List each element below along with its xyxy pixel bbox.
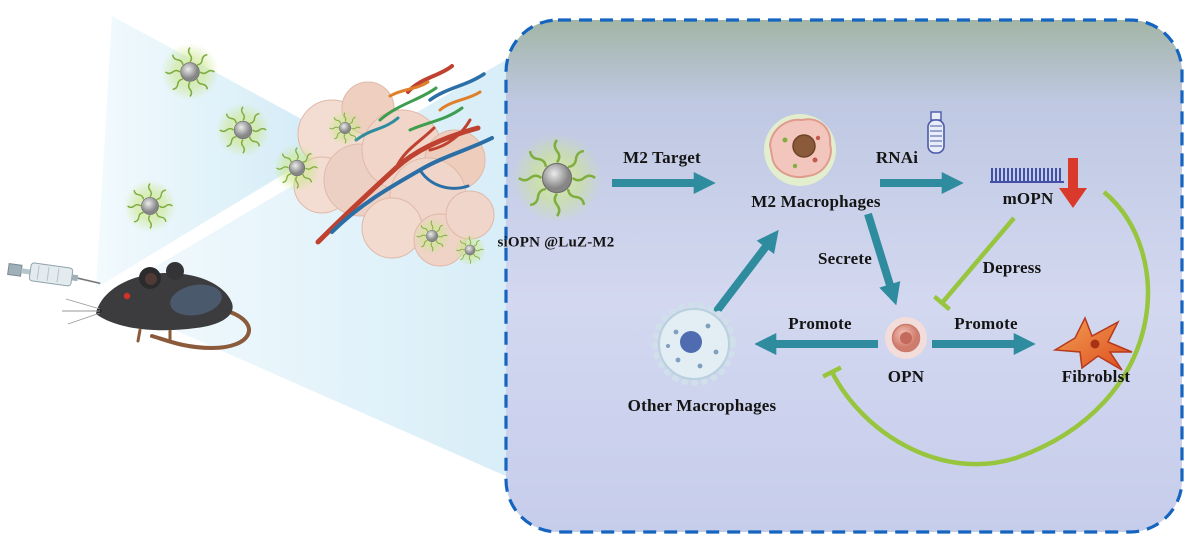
depress-inhibition-line <box>932 216 1016 312</box>
nanoparticle-icon <box>272 143 322 193</box>
panel-border <box>504 18 1184 534</box>
nanoparticle-on-tumor-icon <box>413 217 451 255</box>
syringe-icon <box>7 262 101 287</box>
nanoparticle-on-tumor-icon <box>326 109 364 147</box>
tumor-illustration <box>293 64 495 267</box>
tumor-vessels <box>315 64 494 245</box>
nanoparticle-icon <box>160 42 220 102</box>
mechanism-panel <box>504 18 1184 534</box>
opn-cell-icon <box>885 317 927 359</box>
nanoparticle-icon <box>215 102 271 158</box>
other-macrophage-icon <box>652 302 736 386</box>
mrna-comb-icon <box>990 168 1064 183</box>
siopn-nanoparticle-icon <box>510 131 604 225</box>
decrease-arrow-icon <box>1059 158 1087 208</box>
mouse-illustration <box>62 262 251 351</box>
fibroblast-icon <box>1052 316 1133 371</box>
arrow-secrete <box>864 212 901 306</box>
light-beam <box>96 16 560 500</box>
arrow-other-to-m2 <box>712 229 779 315</box>
mouse-whiskers <box>62 298 101 325</box>
mouse-eye <box>123 292 131 300</box>
m2-macrophage-icon <box>764 114 836 186</box>
nanoparticle-on-tumor-icon <box>453 233 487 267</box>
rnai-tube-icon <box>927 111 945 154</box>
nanoparticle-icon <box>122 178 178 234</box>
inhibition-arc <box>822 190 1151 467</box>
